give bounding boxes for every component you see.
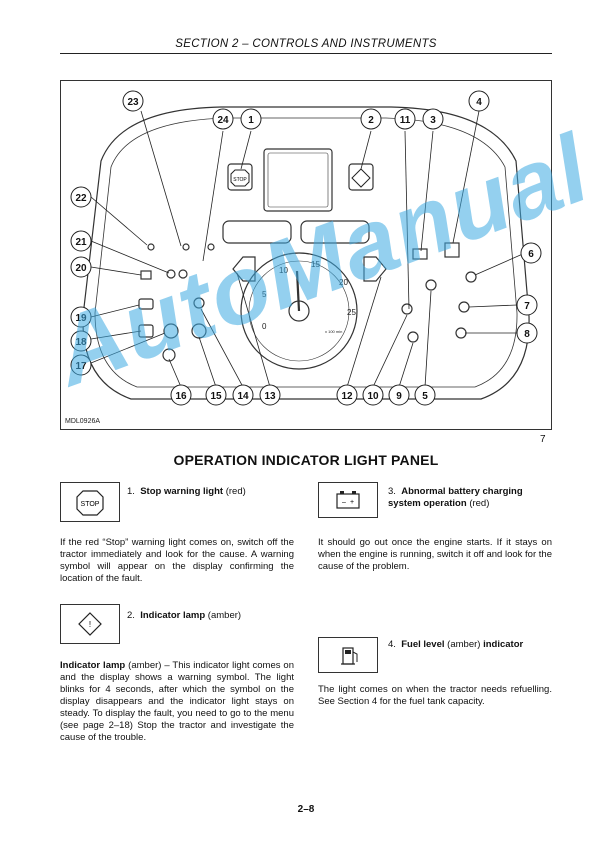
callout-18: 18 <box>70 330 92 352</box>
callout-11: 11 <box>394 108 416 130</box>
callout-6: 6 <box>520 242 542 264</box>
svg-text:14: 14 <box>237 391 249 402</box>
callout-23: 23 <box>122 90 144 112</box>
callout-1: 1 <box>240 108 262 130</box>
svg-text:STOP: STOP <box>81 501 100 508</box>
callout-5: 5 <box>414 384 436 406</box>
svg-text:11: 11 <box>400 115 411 126</box>
callout-14: 14 <box>232 384 254 406</box>
callout-2: 2 <box>360 108 382 130</box>
callout-8: 8 <box>516 322 538 344</box>
svg-text:2: 2 <box>368 115 374 126</box>
svg-text:STOP: STOP <box>233 177 247 183</box>
callout-22: 22 <box>70 186 92 208</box>
svg-text:+: + <box>350 499 354 506</box>
gauge-tick-15: 15 <box>311 260 320 269</box>
svg-text:3: 3 <box>430 115 436 126</box>
item-3-description: It should go out once the engine starts.… <box>318 537 552 572</box>
svg-text:22: 22 <box>75 193 87 204</box>
svg-text:20: 20 <box>75 263 87 274</box>
callout-12: 12 <box>336 384 358 406</box>
svg-text:9: 9 <box>396 391 402 402</box>
svg-text:15: 15 <box>210 391 222 402</box>
svg-text:19: 19 <box>75 313 87 324</box>
svg-text:8: 8 <box>524 329 530 340</box>
figure-code: MDL0926A <box>65 418 100 425</box>
gauge-tick-10: 10 <box>279 266 288 275</box>
svg-text:24: 24 <box>217 115 229 126</box>
header-rule <box>60 53 552 54</box>
gauge-caption: x 100 min <box>325 329 342 334</box>
callout-17: 17 <box>70 354 92 376</box>
svg-text:1: 1 <box>248 115 254 126</box>
callout-9: 9 <box>388 384 410 406</box>
warning-icon-box: ! <box>60 604 120 644</box>
svg-text:7: 7 <box>524 301 530 312</box>
callout-15: 15 <box>205 384 227 406</box>
svg-text:6: 6 <box>528 249 534 260</box>
gauge-tick-20: 20 <box>339 278 348 287</box>
gauge-tick-5: 5 <box>262 290 267 299</box>
figure-number: 7 <box>540 434 546 445</box>
callout-3: 3 <box>422 108 444 130</box>
callout-21: 21 <box>70 230 92 252</box>
stop-octagon-icon: STOP <box>76 490 104 516</box>
battery-icon-box: – + <box>318 482 378 518</box>
item-4-description: The light comes on when the tractor need… <box>318 684 552 707</box>
callout-13: 13 <box>259 384 281 406</box>
figure-frame <box>60 80 552 430</box>
instrument-panel-diagram: STOP 0 5 10 15 20 25 x 100 min <box>65 90 542 425</box>
callout-16: 16 <box>170 384 192 406</box>
svg-text:4: 4 <box>476 97 482 108</box>
gauge-tick-25: 25 <box>347 308 356 317</box>
svg-text:18: 18 <box>75 337 87 348</box>
svg-text:17: 17 <box>75 361 87 372</box>
panel-title: OPERATION INDICATOR LIGHT PANEL <box>173 452 439 468</box>
item-1-description: If the red “Stop” warning light comes on… <box>60 537 294 584</box>
callout-19: 19 <box>70 306 92 328</box>
item-3-caption: 3. Abnormal battery charging system oper… <box>388 486 523 509</box>
callout-20: 20 <box>70 256 92 278</box>
callout-4: 4 <box>468 90 490 112</box>
svg-text:16: 16 <box>175 391 187 402</box>
callout-7: 7 <box>516 294 538 316</box>
svg-text:!: ! <box>89 620 91 629</box>
fuel-icon-box <box>318 637 378 673</box>
item-4-caption: 4. Fuel level (amber) indicator <box>388 639 524 650</box>
svg-text:12: 12 <box>341 391 353 402</box>
item-2-description: Indicator lamp (amber) – This indicator … <box>60 660 294 743</box>
callout-10: 10 <box>362 384 384 406</box>
gauge-tick-0: 0 <box>262 322 267 331</box>
warning-diamond-icon: ! <box>78 612 102 636</box>
item-2-caption: 2. Indicator lamp (amber) <box>127 610 242 621</box>
svg-text:10: 10 <box>367 391 379 402</box>
callout-24: 24 <box>212 108 234 130</box>
svg-text:23: 23 <box>127 97 139 108</box>
svg-text:21: 21 <box>75 237 87 248</box>
svg-text:–: – <box>342 499 346 506</box>
svg-text:13: 13 <box>264 391 276 402</box>
svg-text:5: 5 <box>422 391 428 402</box>
page-number: 2–8 <box>297 804 315 815</box>
fuel-pump-icon <box>341 647 358 665</box>
battery-icon: – + <box>336 491 360 509</box>
stop-icon-box: STOP <box>60 482 120 522</box>
item-1-caption: 1. Stop warning light (red) <box>127 486 246 497</box>
section-header: SECTION 2 – CONTROLS AND INSTRUMENTS <box>175 38 437 50</box>
